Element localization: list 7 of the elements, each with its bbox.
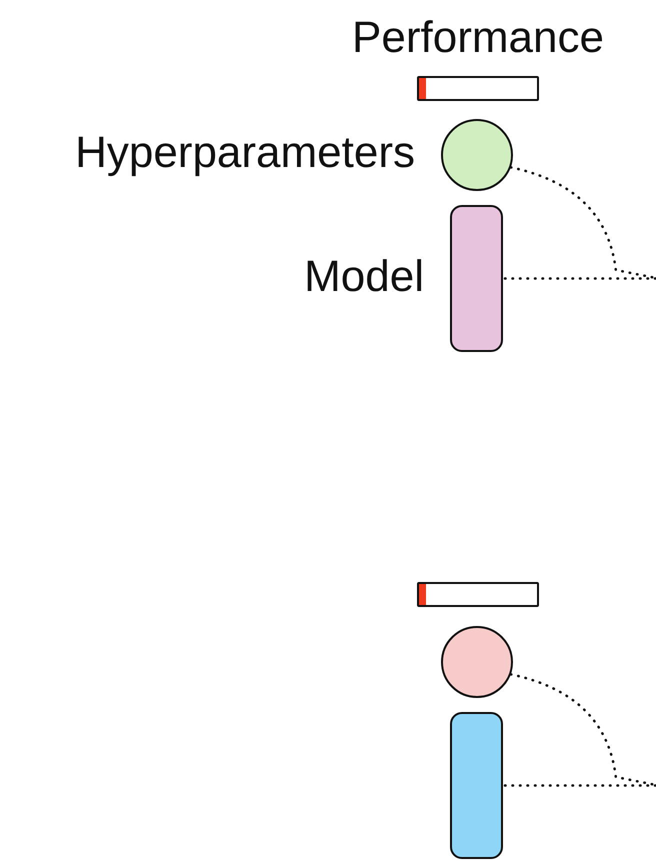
bar-title: Performance	[352, 16, 604, 60]
dotted-connector	[510, 673, 656, 786]
shape-label: Model	[304, 254, 424, 298]
dotted-connector	[510, 166, 656, 280]
dotted-connector	[504, 277, 656, 280]
shape-label: Hyperparameters	[75, 131, 415, 175]
dotted-connector	[504, 784, 656, 787]
